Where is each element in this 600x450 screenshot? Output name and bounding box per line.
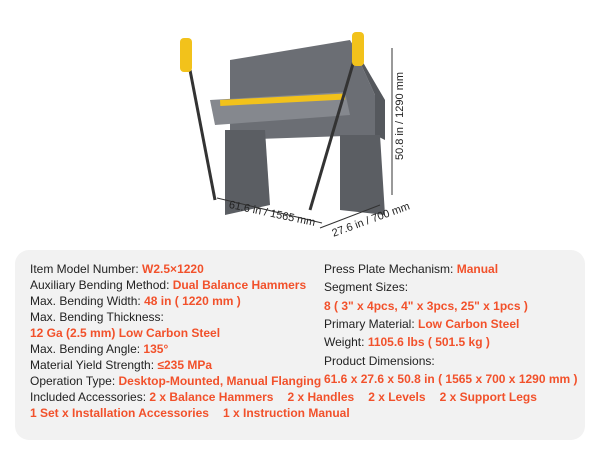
right-hammer-icon: [352, 32, 364, 66]
spec-label: Primary Material:: [324, 316, 419, 331]
left-handle: [188, 69, 217, 201]
spec-label: Segment Sizes:: [324, 280, 409, 295]
sheet-metal-brake-image: [180, 32, 393, 229]
spec-label: Auxiliary Bending Method:: [30, 278, 173, 292]
spec-value: 8 ( 3" x 4pcs, 4" x 3pcs, 25" x 1pcs ): [324, 298, 528, 313]
spec-value: 12 Ga (2.5 mm) Low Carbon Steel: [30, 326, 221, 340]
spec-label: Material Yield Strength:: [30, 358, 158, 372]
spec-row: Operation Type: Desktop-Mounted, Manual …: [30, 374, 321, 388]
spec-value: ≤235 MPa: [157, 358, 213, 372]
spec-label: Press Plate Mechanism:: [324, 262, 457, 276]
spec-value: Low Carbon Steel: [418, 316, 520, 331]
spec-row: Max. Bending Thickness:: [30, 310, 164, 324]
spec-row: 12 Ga (2.5 mm) Low Carbon Steel: [30, 326, 220, 340]
height-dimension: 50.8 in / 1290 mm: [394, 71, 406, 161]
accessory: 2 x Balance Hammers: [149, 390, 274, 404]
spec-row: 61.6 x 27.6 x 50.8 in ( 1565 x 700 x 129…: [324, 372, 578, 386]
specs-panel: [15, 250, 585, 440]
spec-value: Desktop-Mounted, Manual Flanging: [118, 374, 322, 388]
left-hammer-icon: [180, 38, 192, 72]
spec-row: Max. Bending Width: 48 in ( 1220 mm ): [30, 294, 241, 308]
spec-value: Dual Balance Hammers: [172, 278, 307, 292]
accessory: 2 x Support Legs: [439, 390, 537, 404]
spec-value: 61.6 x 27.6 x 50.8 in ( 1565 x 700 x 129…: [324, 371, 578, 386]
spec-label: Max. Bending Thickness:: [30, 310, 164, 324]
spec-value: Manual: [456, 262, 499, 276]
spec-value: 48 in ( 1220 mm ): [144, 294, 241, 308]
spec-row: Item Model Number: W2.5×1220: [30, 262, 204, 276]
spec-row: Max. Bending Angle: 135°: [30, 342, 168, 356]
left-leg: [225, 130, 270, 215]
accessories-line-2: 1 Set x Installation Accessories 1 x Inst…: [30, 406, 350, 420]
spec-value: 1105.6 lbs ( 501.5 kg ): [367, 335, 490, 350]
spec-label: Included Accessories:: [30, 390, 150, 404]
spec-row: Segment Sizes:: [324, 280, 408, 294]
accessory: 1 Set x Installation Accessories: [30, 406, 209, 420]
spec-label: Max. Bending Angle:: [30, 342, 144, 356]
spec-row: Press Plate Mechanism: Manual: [324, 262, 498, 276]
accessories-line: Included Accessories: 2 x Balance Hammer…: [30, 390, 537, 404]
spec-value: 135°: [143, 342, 169, 356]
spec-row: Product Dimensions:: [324, 354, 435, 368]
right-handle: [308, 39, 362, 211]
yellow-clamp-bar: [220, 93, 346, 106]
machine-side: [350, 40, 385, 140]
spec-label: Item Model Number:: [30, 262, 143, 276]
accessory: 2 x Handles: [287, 390, 355, 404]
spec-row: 8 ( 3" x 4pcs, 4" x 3pcs, 25" x 1pcs ): [324, 299, 528, 313]
accessory: 1 x Instruction Manual: [222, 406, 350, 420]
spec-label: Weight:: [324, 335, 368, 350]
spec-row: Primary Material: Low Carbon Steel: [324, 317, 519, 331]
accessory: 2 x Levels: [368, 390, 426, 404]
spec-label: Operation Type:: [30, 374, 119, 388]
spec-value: W2.5×1220: [142, 262, 204, 276]
spec-label: Max. Bending Width:: [30, 294, 145, 308]
spec-row: Material Yield Strength: ≤235 MPa: [30, 358, 212, 372]
spec-row: Weight: 1105.6 lbs ( 501.5 kg ): [324, 335, 490, 349]
right-leg: [340, 135, 385, 215]
spec-row: Auxiliary Bending Method: Dual Balance H…: [30, 278, 306, 292]
spec-label: Product Dimensions:: [324, 353, 435, 368]
